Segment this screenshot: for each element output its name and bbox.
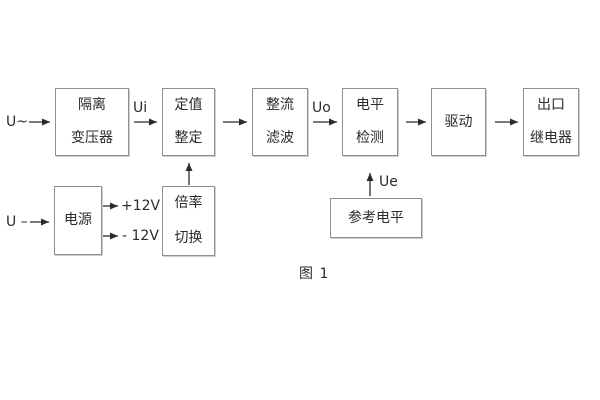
label-ue: Ue bbox=[379, 174, 398, 190]
block-label-line: 隔离 bbox=[78, 97, 106, 113]
block-ratio-switch: 倍率 切换 bbox=[162, 186, 215, 256]
block-reference-level: 参考电平 bbox=[330, 198, 422, 238]
block-setting-adjust: 定值 整定 bbox=[162, 88, 215, 156]
label-minus-12v: - 12V bbox=[122, 228, 159, 244]
block-label-line: 定值 bbox=[174, 97, 203, 113]
block-label-line: 出口 bbox=[537, 97, 565, 113]
label-dc-input: U – bbox=[6, 214, 28, 230]
block-label-line: 继电器 bbox=[530, 130, 572, 146]
block-label-line: 参考电平 bbox=[348, 209, 404, 226]
block-label-line: 整流 bbox=[266, 97, 294, 113]
block-label-line: 驱动 bbox=[444, 113, 473, 130]
label-ac-input: U~ bbox=[6, 114, 28, 130]
block-label-line: 整定 bbox=[174, 130, 203, 146]
block-label-line: 电平 bbox=[356, 97, 384, 113]
figure-caption: 图 1 bbox=[299, 266, 330, 282]
block-rectifier-filter: 整流 滤波 bbox=[252, 88, 308, 156]
block-level-detect: 电平 检测 bbox=[342, 88, 398, 156]
block-output-relay: 出口 继电器 bbox=[523, 88, 579, 156]
block-label-line: 检测 bbox=[356, 130, 384, 146]
block-drive: 驱动 bbox=[431, 88, 486, 156]
label-plus-12v: +12V bbox=[121, 198, 161, 214]
block-label-line: 滤波 bbox=[266, 130, 294, 146]
block-label-line: 电源 bbox=[64, 212, 92, 228]
label-ui: Ui bbox=[133, 100, 148, 116]
block-power-supply: 电源 bbox=[54, 186, 102, 255]
block-label-line: 切换 bbox=[174, 230, 203, 246]
block-isolation-transformer: 隔离 变压器 bbox=[55, 88, 129, 156]
label-uo: Uo bbox=[312, 100, 331, 116]
block-label-line: 倍率 bbox=[174, 195, 203, 211]
block-label-line: 变压器 bbox=[71, 130, 113, 146]
